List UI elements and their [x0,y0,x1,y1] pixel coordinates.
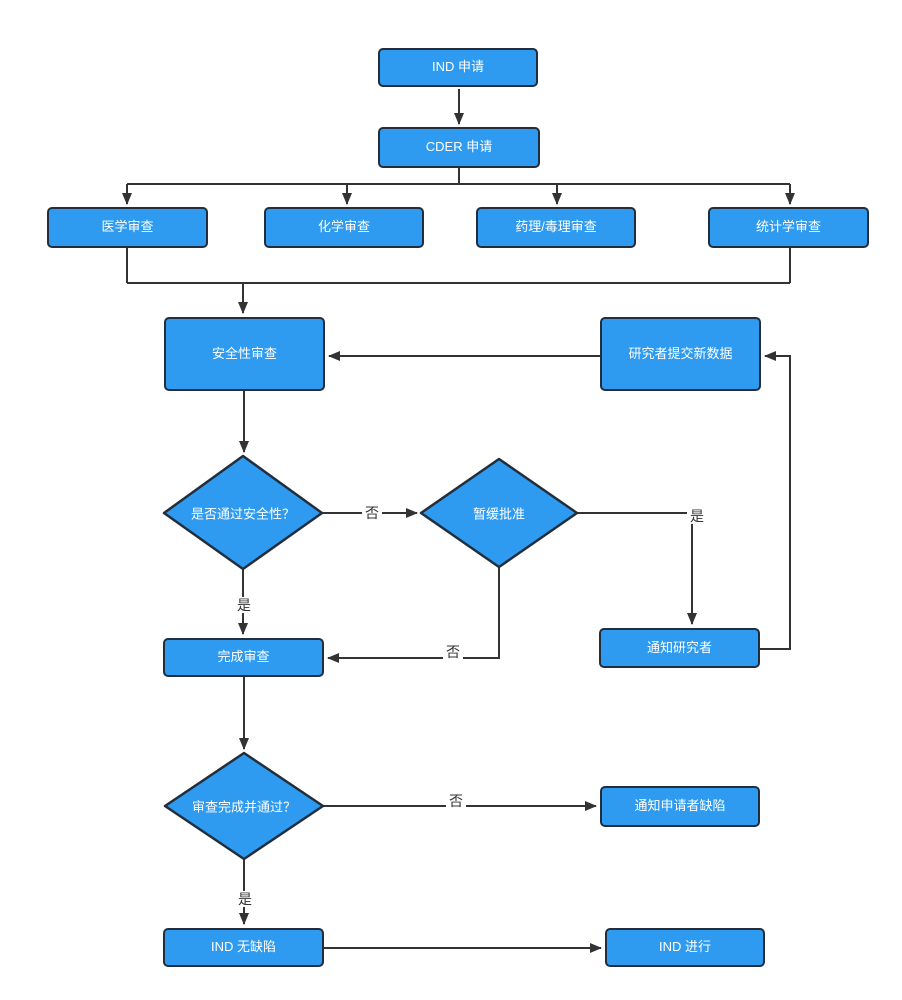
edge-label-safety-no: 否 [362,504,382,522]
decision-pass-safety-label: 是否通过安全性？ [190,506,296,522]
decision-pass-safety-shape [162,454,324,571]
node-notify-researcher: 通知研究者 [599,628,760,668]
edge-label-review-yes: 是 [235,890,255,908]
node-pharm-tox-review: 药理/毒理审查 [476,207,636,248]
node-ind-no-defect: IND 无缺陷 [163,928,324,967]
edge-notify-to-newdata [760,351,791,650]
node-statistics-review: 统计学审查 [708,207,869,248]
node-cder-application: CDER 申请 [378,127,540,168]
node-ind-application: IND 申请 [378,48,538,87]
node-chemistry-review: 化学审查 [264,207,424,248]
edge-holdno-to-complete [327,567,500,663]
decision-review-passed-shape [163,751,325,861]
decision-review-passed-label: 审查完成并通过？ [191,799,297,815]
node-researcher-new-data: 研究者提交新数据 [600,317,761,391]
edge-label-review-no: 否 [446,792,466,810]
edge-holdyes-to-notify [577,512,697,625]
decision-clinical-hold-shape [419,457,579,569]
edge-label-hold-yes: 是 [687,507,707,525]
edge-label-safety-yes: 是 [234,596,254,614]
node-notify-applicant-defect: 通知申请者缺陷 [600,786,760,827]
node-medical-review: 医学审查 [47,207,208,248]
node-complete-review: 完成审查 [163,638,324,677]
node-safety-review: 安全性审查 [164,317,325,391]
edge-label-hold-no: 否 [443,643,463,661]
decision-clinical-hold-label: 暂缓批准 [472,506,526,522]
node-ind-proceed: IND 进行 [605,928,765,967]
